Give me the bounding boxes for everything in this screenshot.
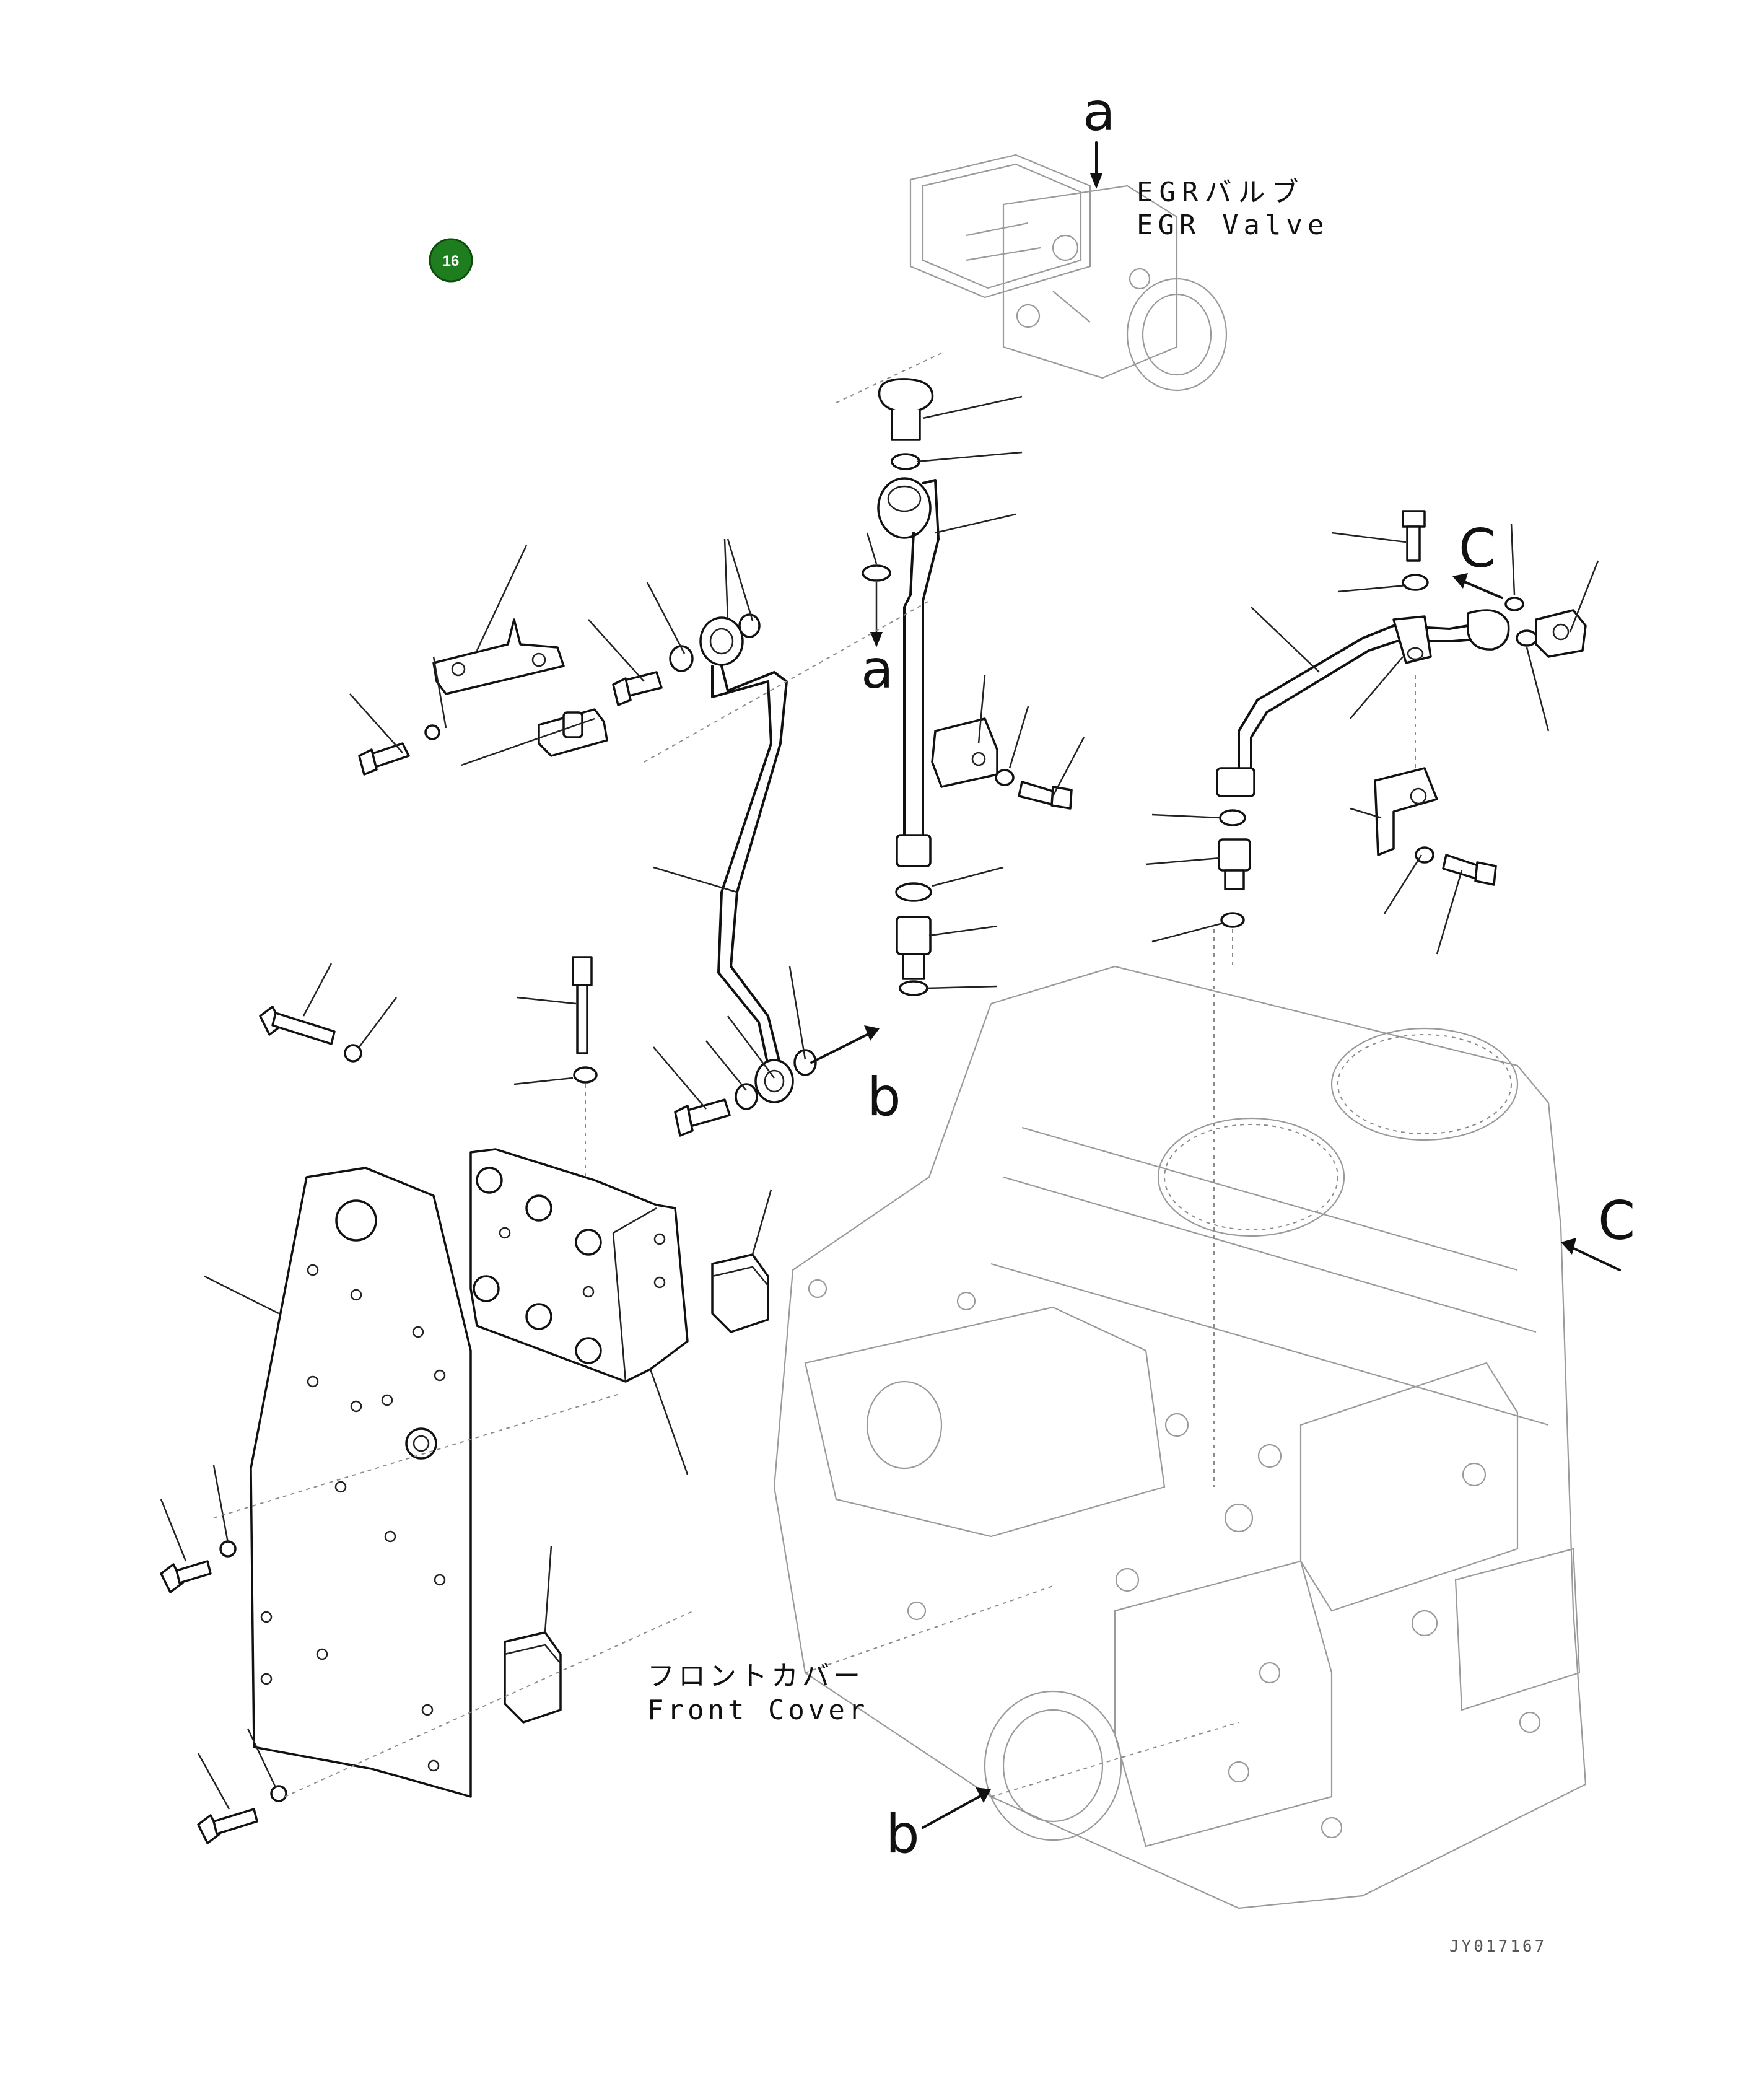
arrow-a-top: [1090, 141, 1102, 189]
engine-front-cover-drawing: [773, 929, 1587, 1909]
arrow-c-right: [1561, 1238, 1621, 1271]
left-pipe-assembly: [349, 538, 930, 1137]
egr-valve-label-en: EGR Valve: [1137, 209, 1329, 241]
view-b-label-bottom: b: [886, 1803, 920, 1865]
front-cover-label-jp: フロントカバー: [647, 1660, 864, 1692]
center-pipe-assembly: [862, 378, 1085, 996]
drawing-code: JY017167: [1449, 1937, 1547, 1956]
arrow-b-mid: [810, 1025, 880, 1064]
reference-badge[interactable]: 16: [429, 238, 473, 283]
right-pipe-assembly: [1145, 510, 1599, 966]
view-c-label-top: C: [1459, 518, 1496, 580]
arrow-c-top: [1452, 573, 1503, 599]
view-b-label-mid: b: [867, 1066, 901, 1128]
front-cover-label-en: Front Cover: [647, 1694, 868, 1726]
front-plate-assembly: [160, 956, 772, 1844]
arrow-b-bottom: [922, 1787, 991, 1829]
egr-valve-drawing: [836, 154, 1228, 403]
reference-badge-number: 16: [443, 253, 460, 269]
view-c-label-right: C: [1598, 1190, 1635, 1252]
view-a-label-top: a: [1083, 81, 1116, 143]
egr-valve-label-jp: EGRバルブ: [1137, 177, 1304, 208]
view-a-label-mid: a: [861, 639, 894, 701]
